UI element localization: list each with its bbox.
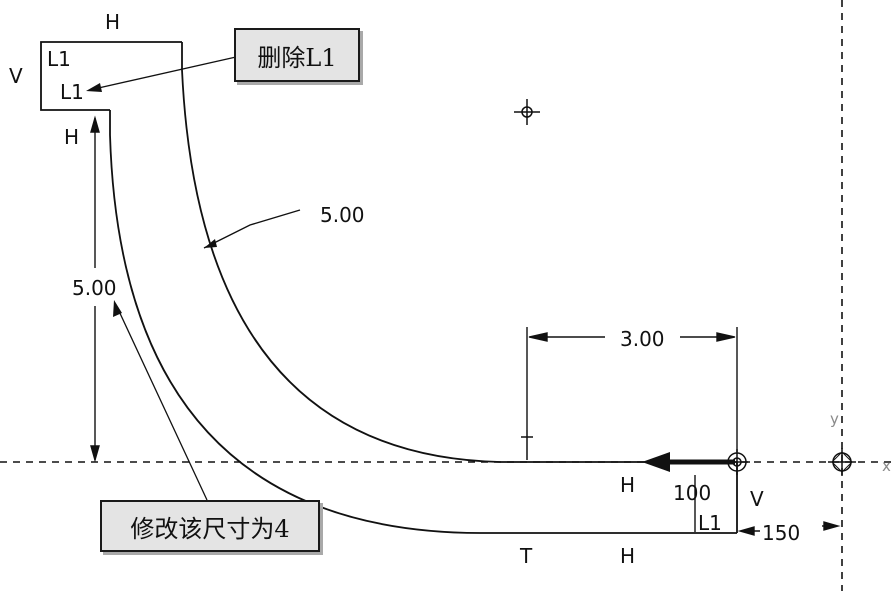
constraint-v-right: V bbox=[750, 487, 764, 511]
section-profile bbox=[40, 41, 738, 534]
axis-x-label: x bbox=[882, 457, 891, 475]
constraint-v-left: V bbox=[9, 64, 23, 88]
constraint-h-bottom: H bbox=[620, 544, 635, 568]
radius-dimension-value: 5.00 bbox=[320, 203, 365, 227]
coordinate-system-icon: x y bbox=[828, 410, 891, 476]
radius-dimension: 5.00 bbox=[203, 203, 365, 249]
horizontal-dimension bbox=[526, 327, 738, 452]
vertical-dimension-value: 5.00 bbox=[72, 276, 117, 300]
modify-callout-leader bbox=[113, 300, 208, 501]
small-offset-dimension bbox=[694, 475, 841, 536]
delete-callout-leader bbox=[86, 56, 237, 92]
modify-dimension-callout: 修改该尺寸为4 bbox=[100, 500, 320, 552]
horizontal-dimension-value: 3.00 bbox=[620, 327, 665, 351]
constraint-h-top: H bbox=[105, 10, 120, 34]
constraint-l1-inner: L1 bbox=[60, 80, 84, 104]
axis-y-label: y bbox=[830, 410, 839, 428]
constraint-h-bottom-right: H bbox=[620, 473, 635, 497]
top-end-cap bbox=[40, 41, 182, 111]
inner-arc bbox=[181, 69, 501, 463]
endpoint-marker-icon bbox=[724, 449, 750, 475]
constraint-t-bottom: T bbox=[519, 544, 533, 568]
sketch-point-icon bbox=[514, 99, 540, 125]
delete-l1-callout: 删除L1 bbox=[234, 28, 360, 82]
constraint-l1-bottom: L1 bbox=[698, 511, 722, 535]
vertical-dimension bbox=[90, 115, 100, 463]
lower-dimension-value: 100 bbox=[673, 481, 711, 505]
constraint-h-left: H bbox=[64, 125, 79, 149]
outer-arc bbox=[109, 134, 481, 534]
offset-dimension-value: 150 bbox=[762, 521, 800, 545]
direction-arrow-icon bbox=[642, 452, 735, 472]
constraint-l1-top: L1 bbox=[47, 47, 71, 71]
